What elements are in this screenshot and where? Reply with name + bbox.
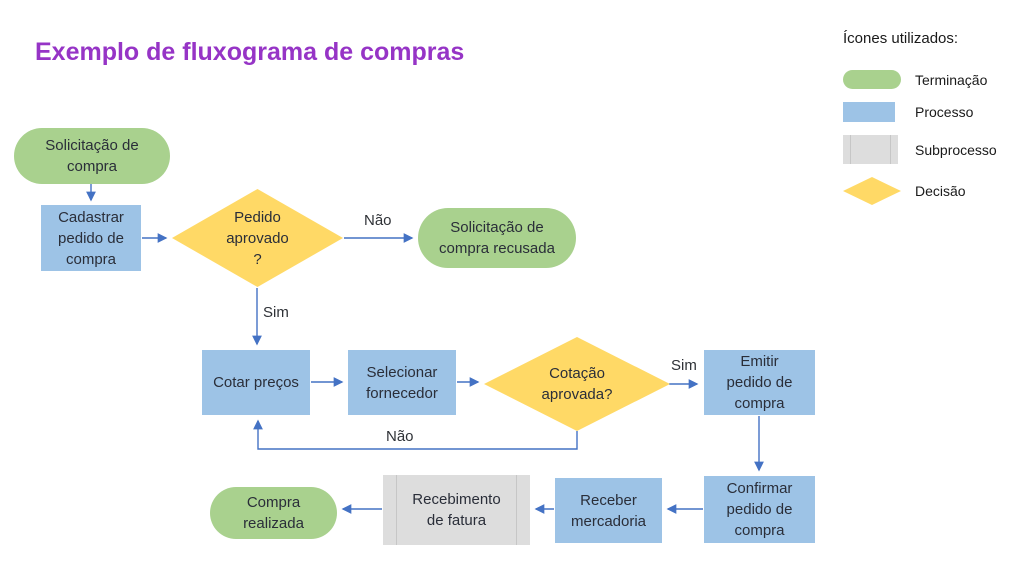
legend-label: Processo — [915, 104, 974, 120]
node-compra-realizada: Compra realizada — [210, 487, 337, 539]
page-title: Exemplo de fluxograma de compras — [35, 38, 465, 66]
node-compra-recusada: Solicitação de compra recusada — [418, 208, 576, 268]
node-solicitacao-compra: Solicitação de compra — [14, 128, 170, 184]
legend: Ícones utilizados: Terminação Processo S… — [843, 30, 1019, 218]
legend-label: Decisão — [915, 183, 966, 199]
swatch-cell — [843, 102, 915, 122]
node-cadastrar-pedido: Cadastrar pedido de compra — [41, 205, 141, 271]
edge-label-nao-pedido: Não — [364, 212, 392, 229]
edge-label-sim-pedido: Sim — [263, 304, 289, 321]
swatch-cell — [843, 177, 915, 205]
decision-shape-icon — [843, 177, 901, 205]
node-emitir-pedido: Emitir pedido de compra — [704, 350, 815, 415]
node-confirmar-pedido: Confirmar pedido de compra — [704, 476, 815, 543]
legend-title: Ícones utilizados: — [843, 30, 959, 47]
process-shape-icon — [843, 102, 895, 122]
node-cotar-precos: Cotar preços — [202, 350, 310, 415]
legend-item-process: Processo — [843, 102, 1019, 122]
legend-label: Terminação — [915, 71, 988, 88]
swatch-cell — [843, 70, 915, 89]
node-cotacao-aprovada: Cotação aprovada? — [484, 337, 670, 431]
node-selecionar-fornecedor: Selecionar fornecedor — [348, 350, 456, 415]
termination-shape-icon — [843, 70, 901, 89]
legend-item-decision: Decisão — [843, 177, 1019, 205]
swatch-cell — [843, 135, 915, 164]
edge-label-nao-cotacao: Não — [386, 428, 414, 445]
legend-item-termination: Terminação — [843, 70, 1019, 89]
node-receber-mercadoria: Receber mercadoria — [555, 478, 662, 543]
node-pedido-aprovado: Pedido aprovado ? — [172, 189, 343, 287]
edge-label-sim-cotacao: Sim — [671, 357, 697, 374]
legend-label: Subprocesso — [915, 141, 997, 158]
legend-item-subprocess: Subprocesso — [843, 135, 1019, 164]
node-recebimento-fatura: Recebimento de fatura — [383, 475, 530, 545]
subprocess-shape-icon — [843, 135, 898, 164]
